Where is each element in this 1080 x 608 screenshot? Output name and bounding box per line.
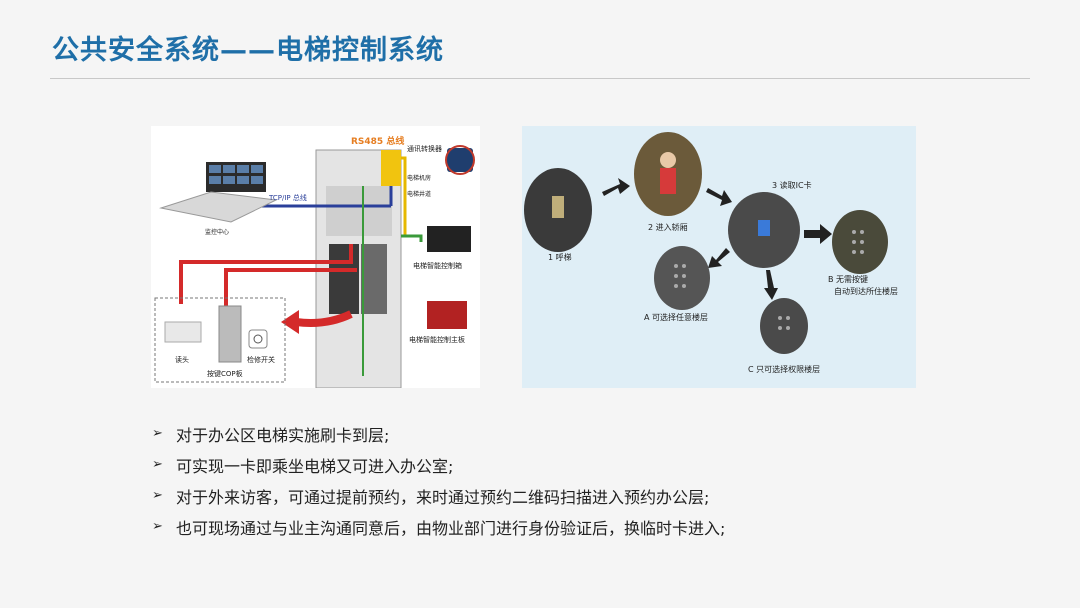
bullet-text: 对于外来访客，可通过提前预约，来时通过预约二维码扫描进入预约办公层; xyxy=(176,487,710,507)
flow-arrow-1 xyxy=(602,178,630,196)
red-arrow xyxy=(281,310,299,334)
flow-arrow-c xyxy=(764,270,778,300)
bullet-arrow-icon: ➢ xyxy=(152,519,163,534)
stepA-label: A 可选择任意楼层 xyxy=(644,312,708,322)
service-switch-device xyxy=(248,329,268,349)
any-floor-photo xyxy=(654,246,710,310)
red-bus-line-1 xyxy=(179,244,353,304)
smart-main-board xyxy=(427,301,467,329)
step2-label: 2 进入轿厢 xyxy=(648,222,688,232)
smart-box-label: 电梯智能控制箱 xyxy=(413,261,462,270)
service-switch-label: 检修开关 xyxy=(247,355,275,364)
bullet-item: ➢ 对于外来访客，可通过提前预约，来时通过预约二维码扫描进入预约办公层; xyxy=(152,480,725,511)
flow-arrow-2 xyxy=(706,188,732,206)
converter-label: 通讯转换器 xyxy=(407,144,442,153)
bullet-arrow-icon: ➢ xyxy=(152,488,163,503)
step3-label: 3 读取IC卡 xyxy=(772,180,812,190)
title-divider xyxy=(50,78,1030,79)
bullet-text: 可实现一卡即乘坐电梯又可进入办公室; xyxy=(176,456,454,476)
reader-label: 读头 xyxy=(175,355,189,364)
stepC-label: C 只可选择权限楼层 xyxy=(748,364,820,374)
monitor-center-label: 监控中心 xyxy=(205,228,229,236)
elevator-system-diagram: RS485 总线 通讯转换器 TCP/IP 总线 电梯机房 电梯井道 监控中心 … xyxy=(151,126,480,389)
bullet-item: ➢ 也可现场通过与业主沟通同意后，由物业部门进行身份验证后，换临时卡进入; xyxy=(152,511,725,542)
bullet-item: ➢ 对于办公区电梯实施刷卡到层; xyxy=(152,418,725,449)
flow-arrow-a xyxy=(708,248,730,268)
bullet-item: ➢ 可实现一卡即乘坐电梯又可进入办公室; xyxy=(152,449,725,480)
control-desk xyxy=(159,191,278,223)
cop-panel-label: 按键COP板 xyxy=(207,369,243,378)
step1-label: 1 呼梯 xyxy=(548,252,572,262)
page-title: 公共安全系统——电梯控制系统 xyxy=(52,35,444,66)
rs485-label: RS485 总线 xyxy=(351,135,404,147)
converter-box-yellow xyxy=(381,150,401,186)
permitted-floor-photo xyxy=(760,298,808,354)
card-reading-flow-diagram: 1 呼梯 2 进入轿厢 3 读取IC卡 B 无需按键 自动到达所住楼层 A 可选… xyxy=(522,126,916,388)
machine-room-block xyxy=(326,186,392,236)
terminal-area xyxy=(154,297,286,383)
bullet-arrow-icon: ➢ xyxy=(152,457,163,472)
shaft-label: 电梯井道 xyxy=(407,190,431,198)
smart-control-box xyxy=(427,226,471,252)
bullet-text: 对于办公区电梯实施刷卡到层; xyxy=(176,425,390,445)
bullet-arrow-icon: ➢ xyxy=(152,426,163,441)
main-board-label: 电梯智能控制主板 xyxy=(409,335,465,344)
flow-arrow-b xyxy=(804,224,832,244)
elevator-door xyxy=(361,244,387,314)
stepB-label-2: 自动到达所住楼层 xyxy=(834,286,898,296)
stepB-label-1: B 无需按键 xyxy=(828,274,868,284)
cop-panel-device xyxy=(218,305,242,363)
machine-room-label: 电梯机房 xyxy=(407,174,431,182)
bullet-list: ➢ 对于办公区电梯实施刷卡到层; ➢ 可实现一卡即乘坐电梯又可进入办公室; ➢ … xyxy=(152,418,725,542)
reader-device xyxy=(164,321,202,343)
converter-device xyxy=(447,148,473,172)
red-bus-line-2 xyxy=(224,268,357,308)
tcpip-label: TCP/IP 总线 xyxy=(268,193,307,202)
elevator-car xyxy=(329,244,359,314)
bullet-text: 也可现场通过与业主沟通同意后，由物业部门进行身份验证后，换临时卡进入; xyxy=(176,518,726,538)
